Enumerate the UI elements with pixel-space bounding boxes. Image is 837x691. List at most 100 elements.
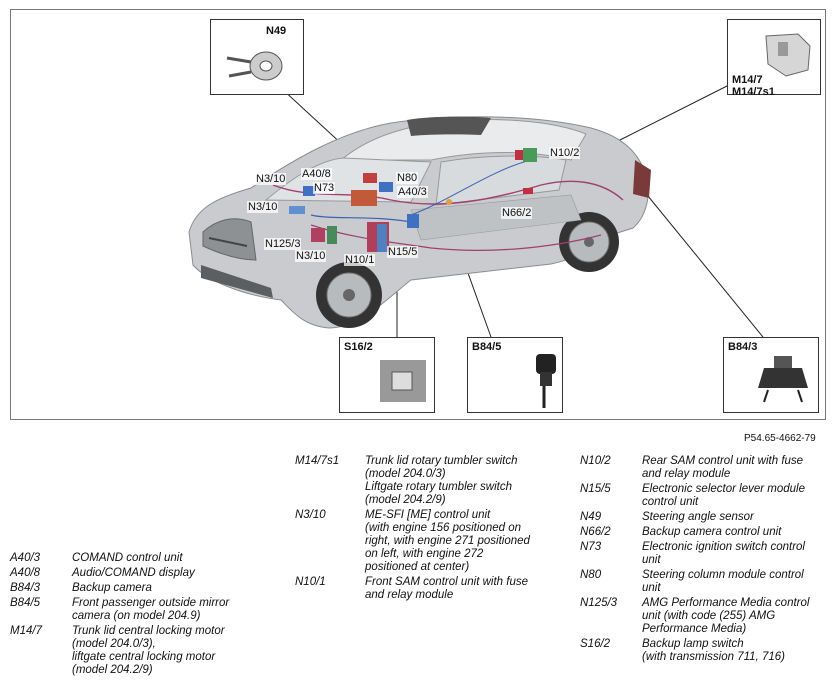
legend-description-line: Steering column module control [642,569,804,581]
callout-n10-2: N10/2 [549,147,581,159]
legend-code: N73 [580,541,602,553]
legend-description-line: COMAND control unit [72,552,183,564]
legend-code: N15/5 [580,483,611,495]
legend-description-line: unit [642,554,661,566]
legend-code: N66/2 [580,526,611,538]
legend-description-line: Liftgate rotary tumbler switch [365,481,513,493]
callout-n3-10-mid: N3/10 [247,201,279,213]
legend-description-line: right, with engine 271 positioned [365,535,530,547]
inset-b84-3: B84/3 [723,337,819,413]
legend-entry: N49 Steering angle sensor [580,511,830,524]
legend-description-line: Backup lamp switch [642,638,744,650]
legend-code: A40/8 [10,567,41,579]
inset-b84-3-title: B84/3 [728,341,758,353]
legend-entry: S16/2 Backup lamp switch(with transmissio… [580,638,830,664]
legend-description-line: unit [642,582,661,594]
legend-description-line: liftgate central locking motor [72,651,216,663]
legend-entry: B84/3 Backup camera [10,582,270,595]
legend-description-line: Front passenger outside mirror [72,597,230,609]
legend-description-line: Steering angle sensor [642,511,754,523]
legend-column-2: M14/7s1 Trunk lid rotary tumbler switch(m… [295,455,565,604]
legend-code: N10/1 [295,576,326,588]
legend-description-line: control unit [642,496,699,508]
inset-m14-7s1-title: M14/7s1 [732,86,775,98]
legend-entry: M14/7s1 Trunk lid rotary tumbler switch(m… [295,455,565,507]
legend-code: B84/3 [10,582,41,594]
legend-description-line: Rear SAM control unit with fuse [642,455,804,467]
legend-description-line: (with engine 156 positioned on [365,522,522,534]
legend-code: N80 [580,569,602,581]
legend-description-line: Trunk lid rotary tumbler switch [365,455,518,467]
legend-description-line: positioned at center) [365,561,470,573]
backup-lamp-switch-icon [380,360,426,402]
legend-description-line: Front SAM control unit with fuse [365,576,528,588]
legend-description-line: Backup camera control unit [642,526,782,538]
inset-m14-7: M14/7 M14/7s1 [727,19,821,98]
legend-description-line: Backup camera [72,582,152,594]
callout-n80: N80 [396,172,419,184]
legend-description-line: (model 204.2/9) [72,664,153,676]
callout-n10-1: N10/1 [344,254,376,266]
callout-n3-10-low: N3/10 [295,250,327,262]
legend-description-line: AMG Performance Media control [642,597,810,609]
legend-code: M14/7s1 [295,455,340,467]
legend-code: N3/10 [295,509,326,521]
legend-description-line: Electronic ignition switch control [642,541,805,553]
callout-n15-5: N15/5 [387,246,419,258]
backup-camera-icon [758,356,808,403]
legend-description-line: unit (with code (255) AMG [642,610,776,622]
legend-description-line: (model 204.0/3), [72,638,156,650]
callout-a40-3: A40/3 [397,186,428,198]
mirror-camera-icon [536,354,556,408]
legend-description-line: (model 204.0/3) [365,468,446,480]
inset-n49-title: N49 [266,25,287,37]
callout-n125-3: N125/3 [264,238,302,250]
legend-description-line: on left, with engine 272 [365,548,484,560]
legend-description-line: and relay module [365,589,454,601]
figure-reference: P54.65-4662-79 [744,433,816,444]
legend-description-line: Performance Media) [642,623,747,635]
inset-s16-2-title: S16/2 [344,341,373,353]
callout-n73: N73 [313,182,336,194]
callout-n66-2: N66/2 [501,207,533,219]
legend-code: N125/3 [580,597,618,609]
inset-n49: N49 [210,19,304,95]
callout-n3-10-top: N3/10 [255,173,287,185]
legend-code: S16/2 [580,638,611,650]
inset-b84-5: B84/5 [467,337,563,413]
inset-m14-7-title: M14/7 [732,74,763,86]
locking-motor-icon [765,33,811,77]
callout-a40-8: A40/8 [301,168,332,180]
legend-code: M14/7 [10,625,42,637]
legend-description-line: ME-SFI [ME] control unit [365,509,491,521]
steering-angle-sensor-icon [226,51,283,81]
inset-b84-5-title: B84/5 [472,341,502,353]
legend-entry: A40/8 Audio/COMAND display [10,567,270,580]
legend-entry: N3/10 ME-SFI [ME] control unit(with engin… [295,509,565,574]
component-location-diagram: N3/10 A40/8 N73 N80 A40/3 N3/10 N125/3 N… [10,9,826,420]
legend-code: N10/2 [580,455,611,467]
legend-description-line: Trunk lid central locking motor [72,625,225,637]
legend-description-line: Audio/COMAND display [72,567,195,579]
legend-description-line: and relay module [642,468,731,480]
legend-code: B84/5 [10,597,41,609]
legend-description-line: camera (on model 204.9) [72,610,201,622]
legend-code: A40/3 [10,552,41,564]
legend-entry: A40/3 COMAND control unit [10,552,270,565]
car-body [188,116,651,329]
legend-description-line: Electronic selector lever module [642,483,805,495]
inset-s16-2: S16/2 [339,337,435,413]
legend-entry: N66/2 Backup camera control unit [580,526,830,539]
legend-description-line: (with transmission 711, 716) [642,651,785,663]
legend-code: N49 [580,511,602,523]
